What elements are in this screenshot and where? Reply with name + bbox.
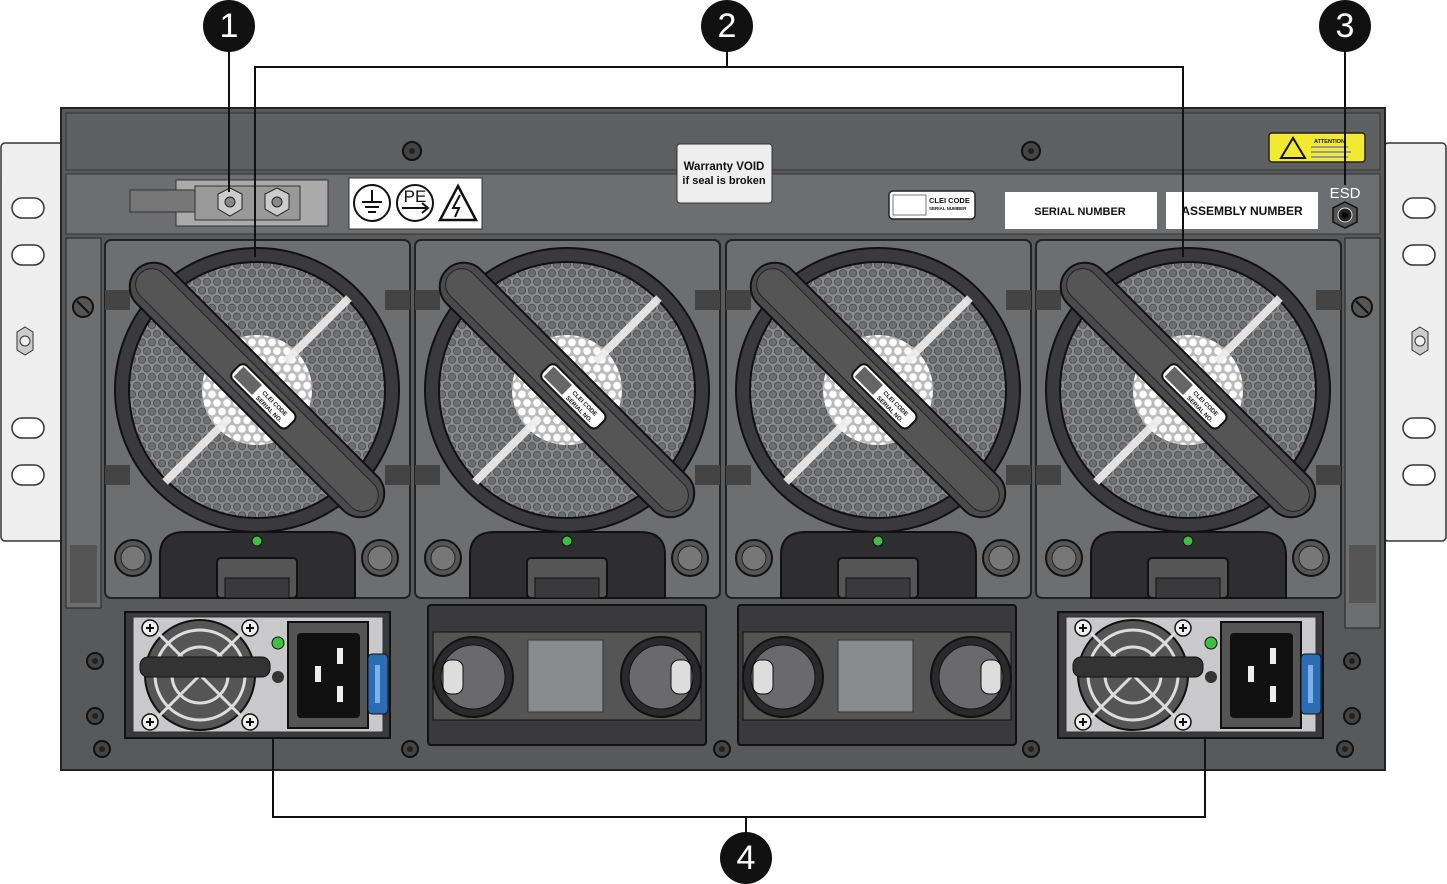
- clei-code-label: CLEI CODE SERIAL NUMBER: [888, 190, 976, 220]
- callout-2: 2: [701, 0, 753, 52]
- svg-text:ASSEMBLY NUMBER: ASSEMBLY NUMBER: [1181, 204, 1303, 218]
- fan-status-led: [872, 535, 884, 547]
- power-supply[interactable]: [1057, 611, 1324, 739]
- svg-text:ATTENTION: ATTENTION: [1314, 139, 1345, 145]
- svg-text:2: 2: [718, 7, 737, 45]
- svg-text:SERIAL NUMBER: SERIAL NUMBER: [929, 206, 967, 211]
- ground-warning-label: PE: [348, 177, 483, 230]
- callout-1: 1: [203, 0, 255, 52]
- left-rack-ear: [0, 142, 64, 542]
- svg-text:SERIAL NUMBER: SERIAL NUMBER: [1034, 206, 1126, 218]
- fan-status-led: [561, 535, 573, 547]
- psu-status-led: [1204, 636, 1218, 650]
- blank-slot-cover: [427, 604, 707, 746]
- psu-status-led: [271, 636, 285, 650]
- callout-lines: [228, 50, 1346, 835]
- svg-text:PE: PE: [404, 187, 427, 206]
- warranty-seal-label: Warranty VOID if seal is broken: [676, 143, 773, 204]
- esd-attention-label: ATTENTION: [1268, 132, 1366, 163]
- right-side-rail: [1344, 237, 1381, 629]
- esd-warning-icon: [1279, 136, 1307, 159]
- svg-text:Warranty VOID: Warranty VOID: [684, 161, 765, 173]
- callout-3: 3: [1319, 0, 1371, 52]
- svg-text:3: 3: [1336, 7, 1355, 45]
- esd-label: ESD: [1330, 185, 1361, 202]
- grounding-terminal: [129, 179, 329, 227]
- psu-handle: [1072, 656, 1204, 678]
- high-voltage-warning-icon: [437, 183, 479, 222]
- right-rack-ear: [1383, 142, 1447, 542]
- assembly-number-label: ASSEMBLY NUMBER: [1166, 192, 1318, 229]
- power-supply[interactable]: [124, 611, 391, 739]
- svg-text:CLEI CODE: CLEI CODE: [929, 196, 970, 205]
- left-side-rail: [65, 237, 102, 609]
- power-supply-bay: [86, 604, 1361, 758]
- fan-status-led: [1182, 535, 1194, 547]
- svg-text:if seal is broken: if seal is broken: [682, 175, 765, 187]
- blank-slot-cover: [737, 604, 1017, 746]
- svg-text:1: 1: [220, 7, 239, 45]
- svg-text:4: 4: [737, 839, 756, 877]
- psu-handle: [139, 656, 271, 678]
- fan-status-led: [251, 535, 263, 547]
- esd-jack[interactable]: [1332, 201, 1358, 229]
- serial-number-label: SERIAL NUMBER: [1005, 192, 1157, 229]
- callout-4: 4: [720, 832, 772, 884]
